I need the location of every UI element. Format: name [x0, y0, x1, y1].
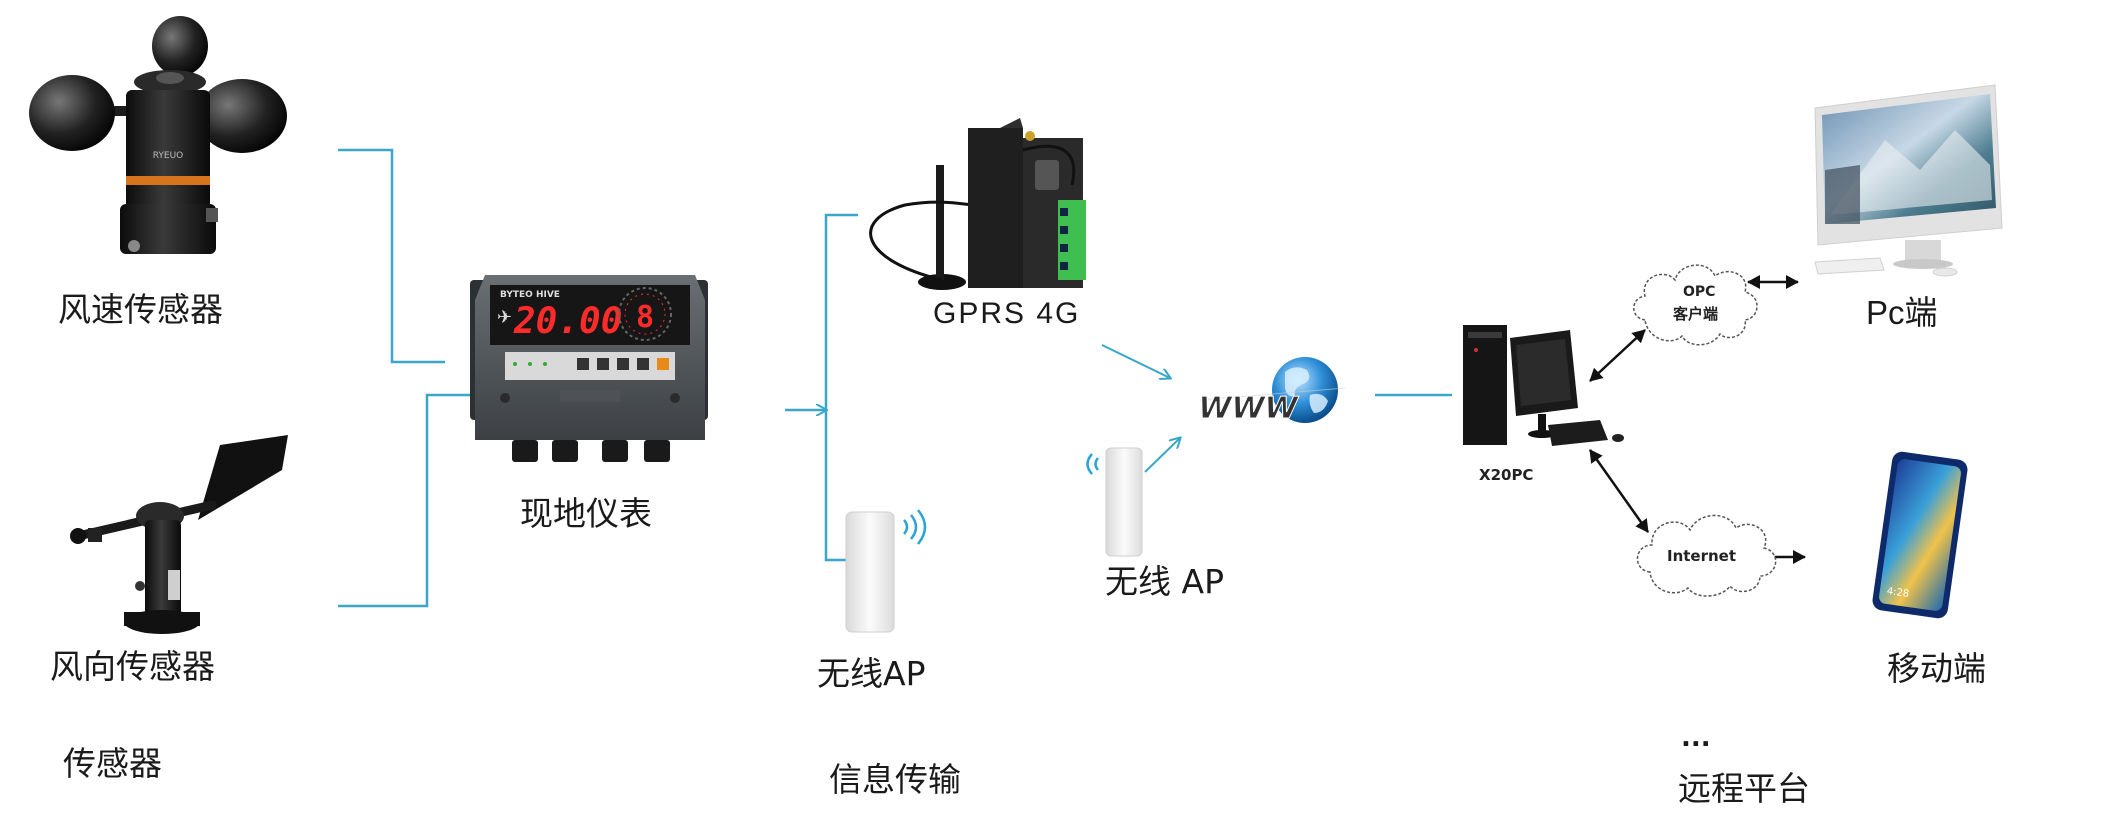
gprs-4g-label: GPRS 4G: [933, 297, 1081, 330]
svg-text:RYEUO: RYEUO: [153, 151, 184, 161]
wireless-ap-mid-label: 无线 AP: [1105, 562, 1224, 601]
wind-speed-sensor-label: 风速传感器: [58, 290, 223, 329]
www-text: WWW: [1194, 391, 1301, 426]
svg-text:✈: ✈: [497, 307, 512, 328]
ellipsis-label: ...: [1681, 723, 1711, 753]
instrument-direction-digit: 8: [636, 300, 654, 335]
internet-label: Internet: [1667, 547, 1737, 565]
sensor-section-label: 传感器: [63, 744, 162, 783]
connector-transmission-bracket: [824, 213, 858, 562]
connector-gprs-to-www: [1101, 344, 1170, 378]
connector-ap-to-www: [1144, 438, 1180, 473]
arrow-pc-to-opc: [1589, 329, 1646, 382]
field-instrument-label: 现地仪表: [520, 494, 652, 533]
x20pc-label: X20PC: [1479, 466, 1534, 484]
arrow-pc-to-internet: [1588, 449, 1650, 533]
mobile-end-label: 移动端: [1887, 649, 1986, 688]
opc-client-line1: OPC: [1683, 284, 1716, 300]
svg-text:4:28: 4:28: [1886, 586, 1910, 600]
instrument-main-reading: 20.00: [513, 301, 622, 342]
connector-wind-speed: [338, 148, 445, 364]
connector-wind-direction: [338, 393, 480, 608]
remote-platform-label: 远程平台: [1678, 769, 1810, 808]
opc-client-line2: 客户端: [1673, 305, 1719, 323]
wireless-ap-left-label: 无线AP: [817, 654, 926, 693]
info-transmission-label: 信息传输: [829, 760, 961, 799]
svg-text:BYTEO HIVE: BYTEO HIVE: [500, 290, 560, 300]
wind-direction-sensor-label: 风向传感器: [50, 647, 215, 686]
pc-end-label: Pc端: [1866, 294, 1938, 331]
